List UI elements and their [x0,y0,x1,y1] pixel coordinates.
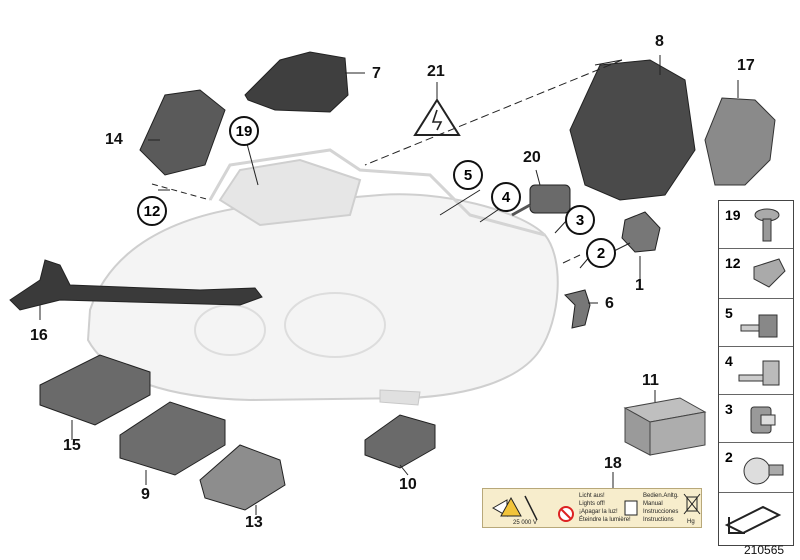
part-8-cap [569,59,696,201]
label-18: 18 [604,455,622,472]
label-15: 15 [63,437,81,454]
panel-cell: 12 [719,249,793,299]
callout-2: 2 [586,238,616,268]
label-21: 21 [427,63,445,80]
warning-sticker: 25 000 V Licht aus! Lights off! ¡Apagar … [482,488,702,528]
lights-off-line-1: Licht aus! [579,493,605,499]
label-20: 20 [523,149,541,166]
panel-number: 2 [725,449,733,465]
part-21-warning-triangle [413,98,461,136]
image-id: 210565 [744,543,785,557]
part-13-led-board [199,444,286,511]
manual-line-1: Bedien.Anltg. [643,493,679,499]
callout-19: 19 [229,116,259,146]
callout-3: 3 [565,205,595,235]
lamp-warning-icon [491,495,538,521]
globe-bulb-icon [743,457,784,485]
voltage-text: 25 000 V [513,520,538,526]
fastener-panel: 19 12 5 4 3 2 [718,200,794,546]
part-6-elbow [564,289,591,329]
lights-off-line-3: ¡Apagar la luz! [579,509,618,515]
label-8: 8 [655,33,664,50]
label-10: 10 [399,476,417,493]
clip-nut-icon [753,258,786,288]
part-11-box [623,397,707,456]
panel-cell: 2 [719,443,793,493]
bulb-d-icon [738,360,780,386]
callout-5: 5 [453,160,483,190]
panel-cell: 4 [719,347,793,395]
manual-line-4: Instructions [643,517,674,523]
part-10-unit [364,414,436,469]
panel-number: 19 [725,207,741,223]
label-14: 14 [105,131,123,148]
crossed-bin-icon [683,493,701,515]
label-17: 17 [737,57,755,74]
part-16-trim-strip [9,259,263,311]
panel-cell [719,493,793,545]
label-11: 11 [642,372,659,389]
callout-4: 4 [491,182,521,212]
part-9-ballast [119,401,226,476]
lights-off-line-4: Éteindre la lumière! [579,517,631,523]
panel-number: 4 [725,353,733,369]
panel-cell: 5 [719,299,793,347]
panel-cell: 3 [719,395,793,443]
label-6: 6 [605,295,614,312]
label-1: 1 [635,277,644,294]
lights-off-line-2: Lights off! [579,501,605,507]
callout-12: 12 [137,196,167,226]
panel-number: 5 [725,305,733,321]
label-16: 16 [30,327,48,344]
screw-icon [754,208,780,242]
manual-line-3: Instrucciones [643,509,679,515]
bulb-socket-icon [750,406,776,434]
part-7-cover [244,51,349,113]
label-13: 13 [245,514,263,531]
part-17-module [704,97,776,186]
label-7: 7 [372,65,381,82]
panel-number: 12 [725,255,741,271]
arrow-symbol-icon [724,505,782,535]
panel-cell: 19 [719,201,793,249]
part-20-motor [511,184,571,217]
part-1-socket [621,211,661,253]
leader-lines [39,55,739,515]
panel-number: 3 [725,401,733,417]
manual-line-2: Manual [643,501,663,507]
headlight-housing [86,148,559,406]
manual-book-icon [624,500,638,516]
hg-text: Hg [687,519,695,525]
no-light-icon [558,506,574,522]
part-14-control-unit [139,89,226,176]
part-15-ballast [39,354,151,426]
bulb-h-icon [740,314,778,338]
label-9: 9 [141,486,150,503]
